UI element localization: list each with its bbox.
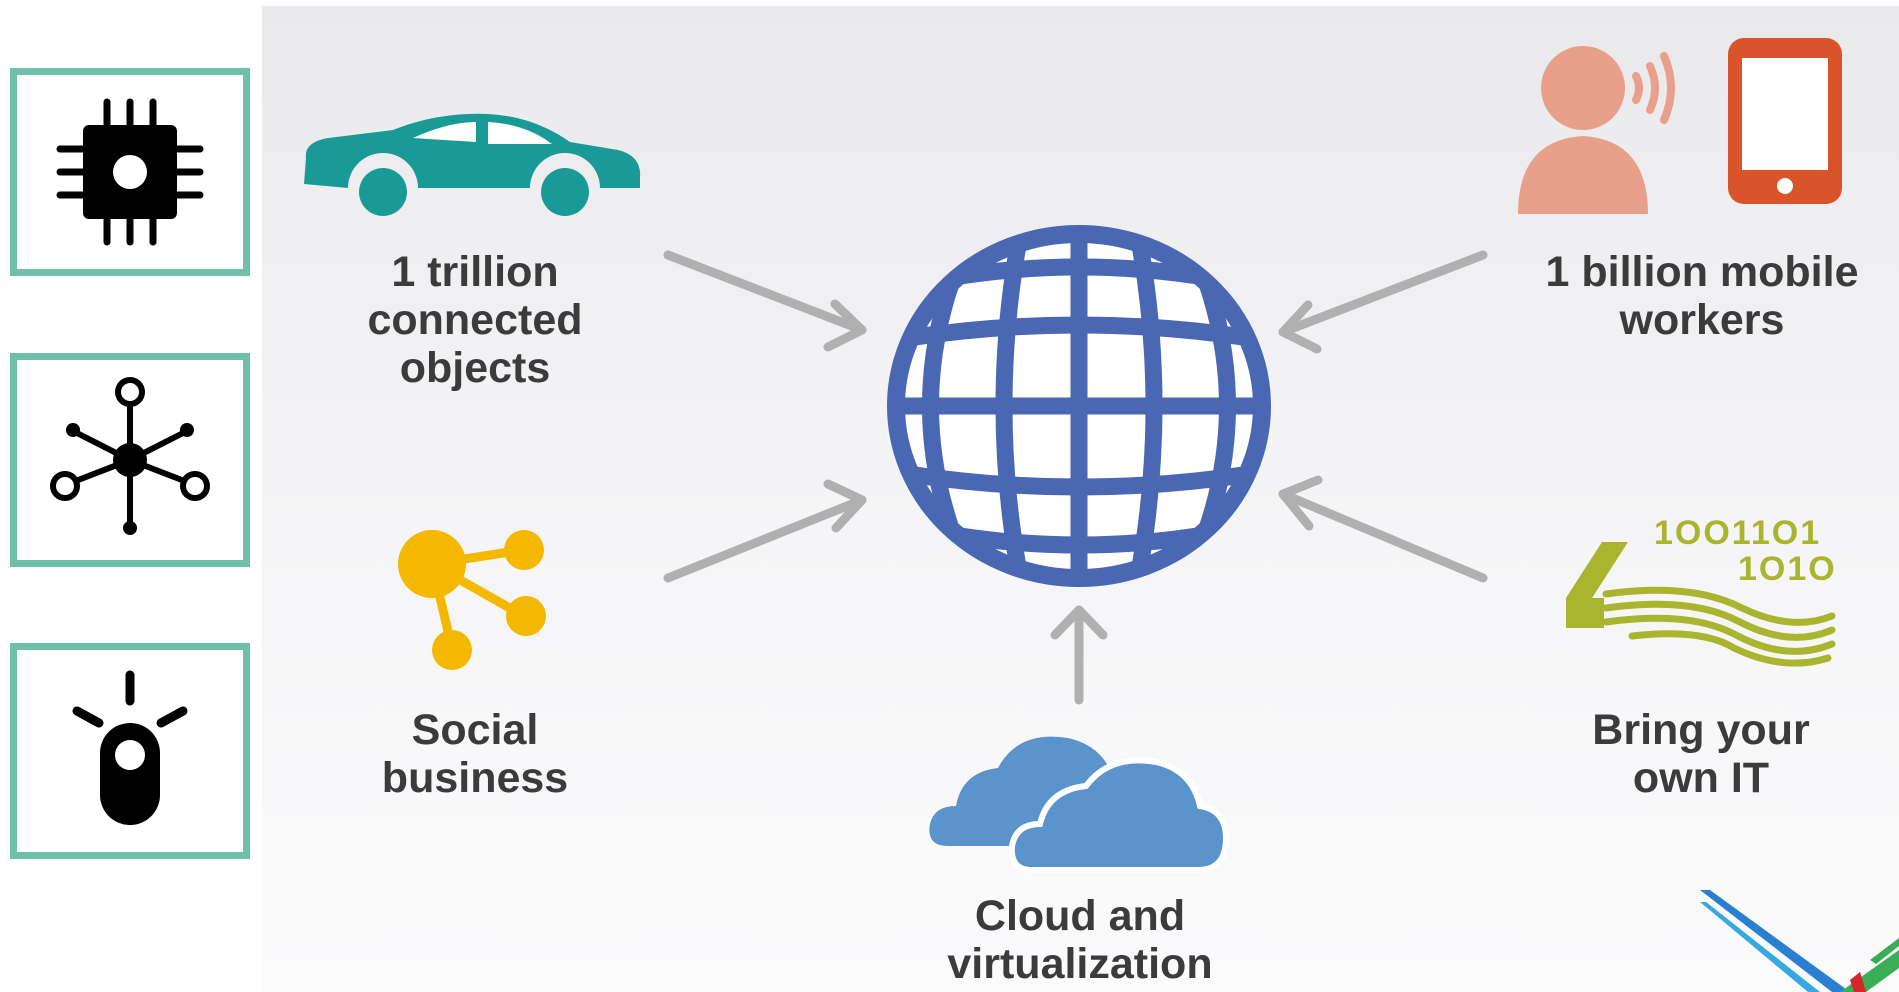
social-share-icon [398,530,546,670]
svg-text:1O1O: 1O1O [1738,550,1837,588]
label-social-business: Social business [381,706,569,802]
arrow-from-objects [663,250,867,352]
arrow-from-cloud [1050,605,1108,705]
side-box-beacon [10,643,250,859]
svg-text:1OO11O1: 1OO11O1 [1654,514,1821,552]
side-box-network [10,353,250,567]
label-bring-your-own-it: Bring your own IT [1592,706,1810,802]
beacon-light-icon [72,670,188,825]
label-mobile-workers: 1 billion mobile workers [1545,248,1859,344]
corner-logo-stripes [1700,890,1899,992]
globe-icon [887,225,1271,587]
arrow-from-byoit [1278,475,1488,583]
network-hub-icon [50,377,210,535]
binary-data-stream-icon: 1OO11O1 1O1O [1566,514,1837,667]
cloud-icon [929,736,1230,873]
label-cloud-virtualization: Cloud and virtualization [947,892,1213,988]
label-connected-objects: 1 trillion connected objects [367,248,583,392]
car-icon [304,113,641,216]
arrow-from-mobile [1278,250,1488,354]
arrow-from-social [663,479,867,583]
person-and-phone-icon [1518,38,1842,214]
side-box-chip [10,68,250,276]
chip-icon [56,98,204,246]
